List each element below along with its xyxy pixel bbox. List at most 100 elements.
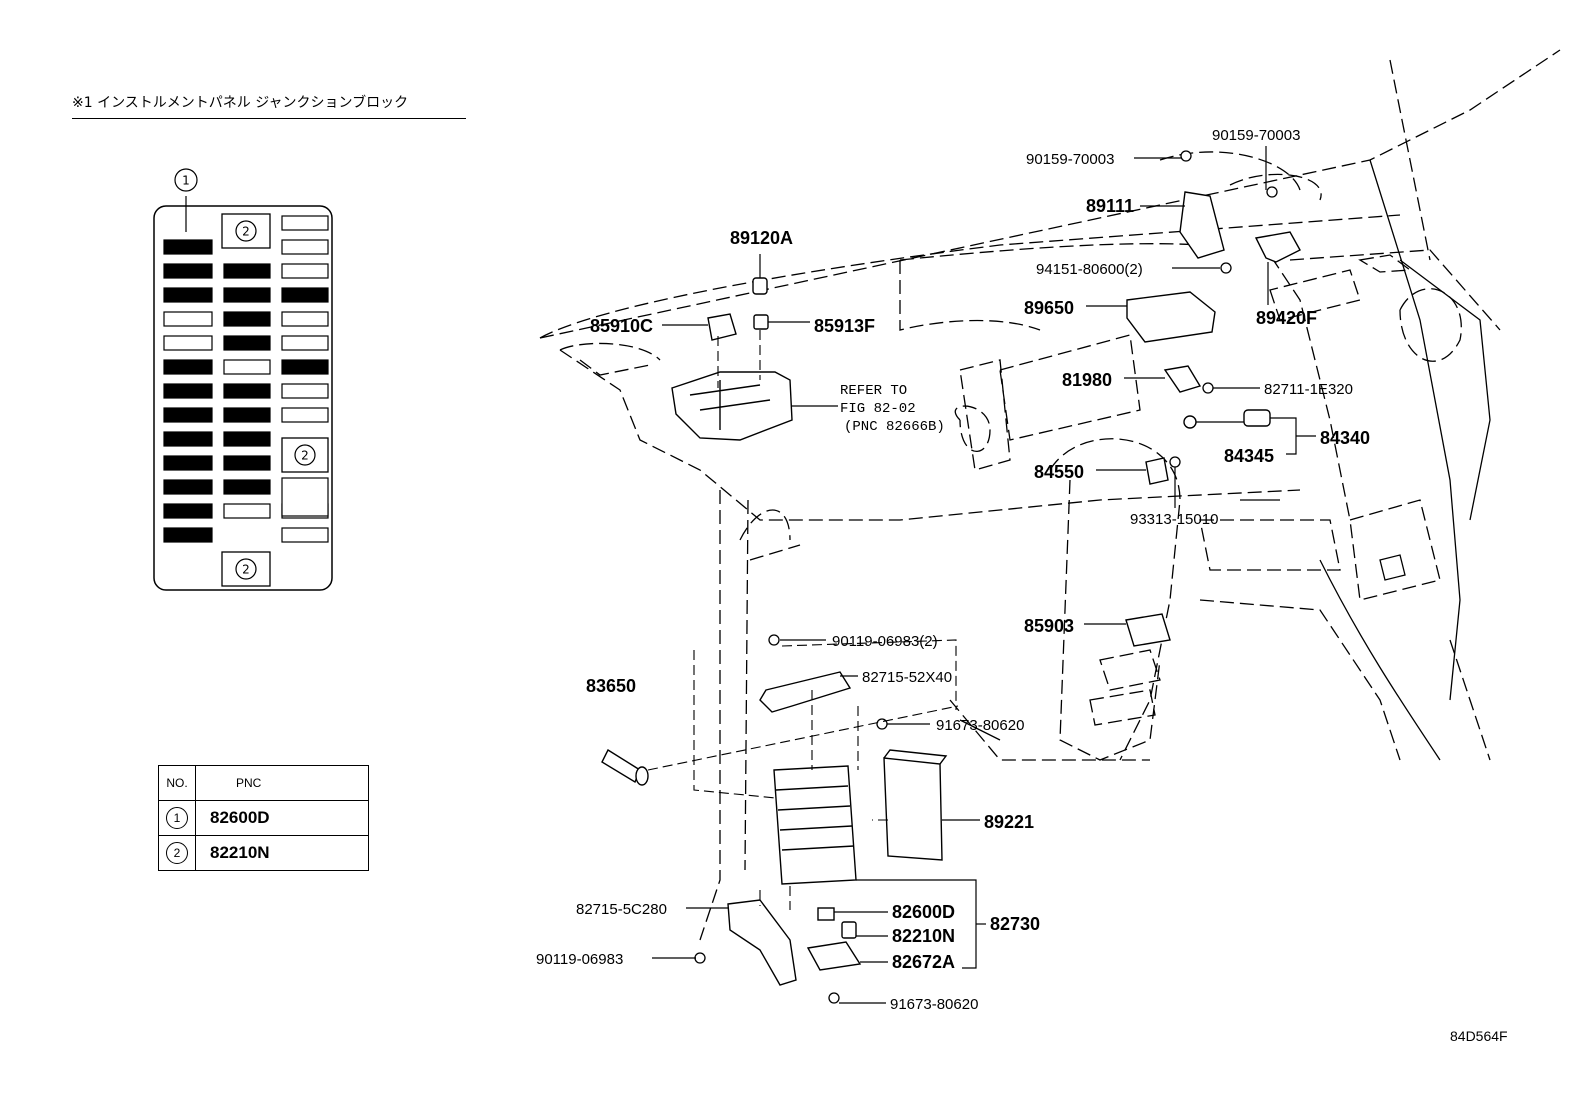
- label-82600d: 82600D: [892, 902, 955, 922]
- callout-circle: [235, 558, 257, 580]
- label-89120a: 89120A: [730, 228, 793, 248]
- label-90119-2: 90119-06983(2): [832, 633, 938, 650]
- fuse-filled: [163, 455, 213, 471]
- table-row: 2 82210N: [158, 835, 369, 871]
- fuse-empty: [281, 407, 329, 423]
- label-85910c: 85910C: [590, 316, 653, 336]
- fuse-filled: [223, 335, 271, 351]
- fuse-filled: [223, 455, 271, 471]
- fuse-callout-top: 1: [174, 168, 198, 192]
- part-82715-52x40-shape: [759, 671, 852, 713]
- pnc-table: NO. PNC 1 82600D 2 82210N: [158, 765, 369, 871]
- fuse-empty: [281, 239, 329, 255]
- fuse-callout-2-text: 2: [301, 449, 309, 463]
- label-82715-5c280: 82715-5C280: [576, 901, 667, 918]
- nut-94151: [1220, 262, 1232, 274]
- bolt-90159-b: [1266, 186, 1278, 198]
- label-90119: 90119-06983: [536, 951, 623, 968]
- part-82600d-shape: [817, 907, 835, 921]
- label-85903: 85903: [1024, 616, 1074, 636]
- label-81980: 81980: [1062, 370, 1112, 390]
- part-89650-shape: [1126, 291, 1216, 343]
- label-82672a: 82672A: [892, 952, 955, 972]
- pnc-row-no: 2: [166, 842, 188, 864]
- fuse-empty: [281, 263, 329, 279]
- label-82715-52x40: 82715-52X40: [862, 669, 952, 686]
- fuse-filled: [163, 503, 213, 519]
- fuse-empty: [163, 335, 213, 351]
- part-82715-5c280-shape: [727, 899, 797, 986]
- fuse-large-slot: [281, 477, 329, 517]
- fuse-filled: [223, 383, 271, 399]
- part-89221-shape: [883, 757, 943, 861]
- fuse-filled: [163, 263, 213, 279]
- fuse-filled: [163, 359, 213, 375]
- part-89120a-shape: [752, 277, 768, 295]
- label-refer-pnc: (PNC 82666B): [844, 419, 945, 435]
- fuse-block-outline: [153, 205, 333, 591]
- fuse-filled: [163, 239, 213, 255]
- label-91673-a: 91673-80620: [936, 717, 1024, 734]
- label-89111: 89111: [1086, 196, 1134, 216]
- junction-block-note: ※1 インストルメントパネル ジャンクションブロック: [72, 95, 409, 111]
- fuse-filled: [163, 383, 213, 399]
- part-84340-shape: [1243, 409, 1271, 427]
- bolt-90119-b: [694, 952, 706, 964]
- figure-code: 84D564F: [1450, 1028, 1508, 1044]
- label-85913f: 85913F: [814, 316, 875, 336]
- label-refer-to: REFER TO: [840, 383, 907, 399]
- bolt-90119-a: [768, 634, 780, 646]
- fuse-filled: [163, 407, 213, 423]
- fuse-filled: [223, 407, 271, 423]
- label-89420f: 89420F: [1256, 308, 1317, 328]
- part-89111-shape: [1179, 191, 1225, 259]
- label-refer-fig: FIG 82-02: [840, 401, 916, 417]
- fuse-empty: [163, 311, 213, 327]
- fuse-filled: [223, 287, 271, 303]
- pnc-header-pnc: PNC: [195, 765, 369, 801]
- label-94151: 94151-80600(2): [1036, 261, 1143, 278]
- label-90159-a: 90159-70003: [1026, 151, 1114, 168]
- part-82730-shape: [773, 765, 857, 885]
- pnc-header-no: NO.: [158, 765, 196, 801]
- bolt-90159-a: [1180, 150, 1192, 162]
- part-labels: 89120A 85910C 85913F REFER TO FIG 82-02 …: [536, 127, 1370, 1013]
- fuse-filled: [223, 311, 271, 327]
- callout-circle: [294, 444, 316, 466]
- clip-82711: [1202, 382, 1214, 394]
- label-93313: 93313-15010: [1130, 511, 1218, 528]
- fuse-empty: [281, 335, 329, 351]
- part-84550-shape: [1145, 457, 1169, 485]
- note-underline: [72, 118, 466, 119]
- fuse-empty: [281, 383, 329, 399]
- fuse-filled: [281, 359, 329, 375]
- pnc-row-value: 82600D: [195, 800, 369, 836]
- fuse-filled: [223, 263, 271, 279]
- fuse-empty: [223, 359, 271, 375]
- fuse-filled: [223, 479, 271, 495]
- fuse-grid: [163, 215, 329, 543]
- leader-lines: [652, 146, 1316, 1004]
- fuse-callout-2-text: 2: [242, 563, 250, 577]
- label-91673-b: 91673-80620: [890, 996, 978, 1013]
- fuse-callouts: 2 2 2: [221, 213, 329, 587]
- pnc-table-header: NO. PNC: [158, 765, 369, 801]
- part-85910c-shape: [707, 313, 737, 341]
- part-89420f-shape: [1254, 231, 1301, 263]
- dashboard-outline: [539, 49, 1561, 941]
- part-81980-shape: [1163, 365, 1202, 393]
- part-83650-shape: [601, 748, 641, 784]
- fuse-filled: [163, 479, 213, 495]
- label-89650: 89650: [1024, 298, 1074, 318]
- label-82730: 82730: [990, 914, 1040, 934]
- fuse-filled: [281, 287, 329, 303]
- label-84550: 84550: [1034, 462, 1084, 482]
- fuse-empty: [281, 215, 329, 231]
- fuse-callout-2-text: 2: [242, 225, 250, 239]
- fuse-empty: [281, 311, 329, 327]
- fuse-filled: [163, 287, 213, 303]
- parts: [601, 191, 1301, 986]
- fuse-empty: [281, 527, 329, 543]
- dashboard-outline-solid: [959, 159, 1491, 761]
